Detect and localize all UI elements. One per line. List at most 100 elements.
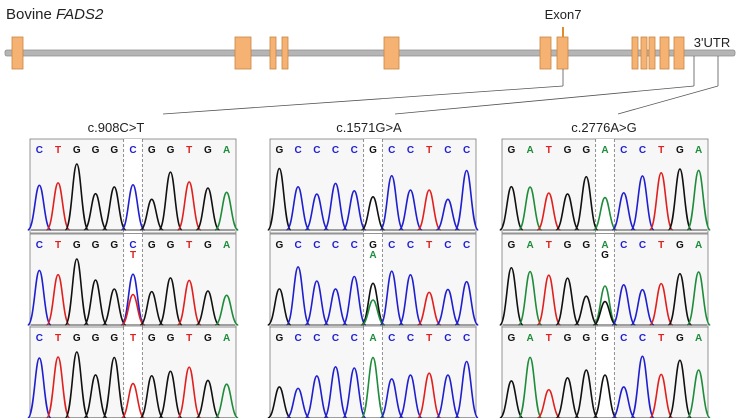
base-call: T — [658, 240, 664, 251]
trace-peak — [267, 288, 292, 326]
base-call: G — [564, 145, 572, 156]
trace-peak — [101, 186, 127, 231]
trace-peak — [158, 370, 183, 418]
base-call: C — [332, 333, 339, 344]
trace-peak — [611, 284, 637, 326]
base-call: A — [695, 333, 702, 344]
trace-peak — [379, 174, 405, 231]
trace-peak — [341, 189, 367, 231]
trace-peak — [555, 193, 580, 231]
trace-peak — [323, 366, 348, 418]
base-call: T — [426, 145, 432, 156]
trace-peak — [214, 383, 239, 418]
base-call: G — [582, 333, 590, 344]
trace-peak — [435, 198, 460, 231]
base-call: C — [388, 145, 395, 156]
trace-peak — [101, 356, 127, 418]
base-call: G — [676, 145, 684, 156]
connector-line — [617, 85, 719, 115]
trace-peak — [195, 379, 220, 418]
trace-peak — [379, 270, 405, 326]
base-call: C — [407, 145, 414, 156]
base-call: G — [564, 333, 572, 344]
base-call: A — [526, 240, 533, 251]
gene-backbone — [4, 49, 736, 57]
trace-peak — [286, 387, 311, 418]
base-call: C — [129, 145, 136, 156]
trace-peak — [686, 271, 712, 326]
base-call: G — [507, 145, 515, 156]
trace-peak — [341, 275, 367, 326]
base-call: C — [444, 333, 451, 344]
trace-peak — [195, 290, 220, 326]
base-call: G — [110, 145, 118, 156]
trace-peak — [120, 183, 146, 231]
trace-peak — [83, 192, 108, 231]
base-call: C — [313, 240, 320, 251]
trace-peak — [592, 196, 618, 231]
trace-peak — [120, 382, 146, 418]
base-call: T — [658, 145, 664, 156]
trace-peak — [176, 181, 202, 231]
trace-peak — [536, 388, 561, 418]
trace-peak — [26, 269, 52, 326]
trace-peak — [45, 273, 71, 326]
base-call: C — [407, 333, 414, 344]
base-call: C — [351, 333, 358, 344]
trace-peak — [285, 266, 311, 326]
base-call: C — [351, 145, 358, 156]
base-call: T — [546, 333, 552, 344]
base-call: T — [546, 145, 552, 156]
gene-title-symbol: FADS2 — [56, 6, 104, 23]
trace-peak — [517, 356, 543, 418]
trace-peak — [285, 186, 311, 231]
base-call: A — [369, 333, 376, 344]
base-call: C — [313, 145, 320, 156]
trace-peak — [102, 288, 127, 326]
base-call: G — [507, 333, 515, 344]
base-call: G — [275, 145, 283, 156]
trace-peak — [648, 373, 674, 418]
base-call: A — [601, 145, 608, 156]
exon-box — [640, 36, 648, 70]
base-call: G — [564, 240, 572, 251]
base-call: C — [620, 145, 627, 156]
base-call: T — [186, 333, 192, 344]
trace-peak — [195, 187, 221, 231]
trace-peak — [360, 356, 386, 418]
base-call: C — [313, 333, 320, 344]
mutation-label-2: c.1571G>A — [336, 120, 402, 135]
trace-peak — [667, 272, 693, 326]
trace-peak — [64, 163, 90, 231]
mutation-label-3: c.2776A>G — [571, 120, 636, 135]
base-call: G — [92, 240, 100, 251]
base-call: G — [92, 333, 100, 344]
base-call: C — [332, 145, 339, 156]
base-call: G — [275, 240, 283, 251]
trace-peak — [214, 191, 239, 231]
trace-peak — [686, 369, 712, 418]
base-call: G — [167, 333, 175, 344]
trace-peak — [630, 288, 655, 326]
base-call: A — [223, 240, 230, 251]
base-call: G — [73, 145, 81, 156]
trace-peak — [304, 375, 330, 418]
base-call: C — [444, 145, 451, 156]
base-call: C — [620, 240, 627, 251]
base-call: C — [351, 240, 358, 251]
trace-peak — [498, 266, 524, 326]
trace-peak — [64, 258, 90, 326]
base-call: T — [426, 240, 432, 251]
trace-peak — [555, 376, 580, 418]
trace-peak — [176, 366, 202, 418]
trace-peak — [536, 274, 562, 326]
trace-peak — [360, 282, 386, 326]
trace-peak — [574, 295, 599, 326]
